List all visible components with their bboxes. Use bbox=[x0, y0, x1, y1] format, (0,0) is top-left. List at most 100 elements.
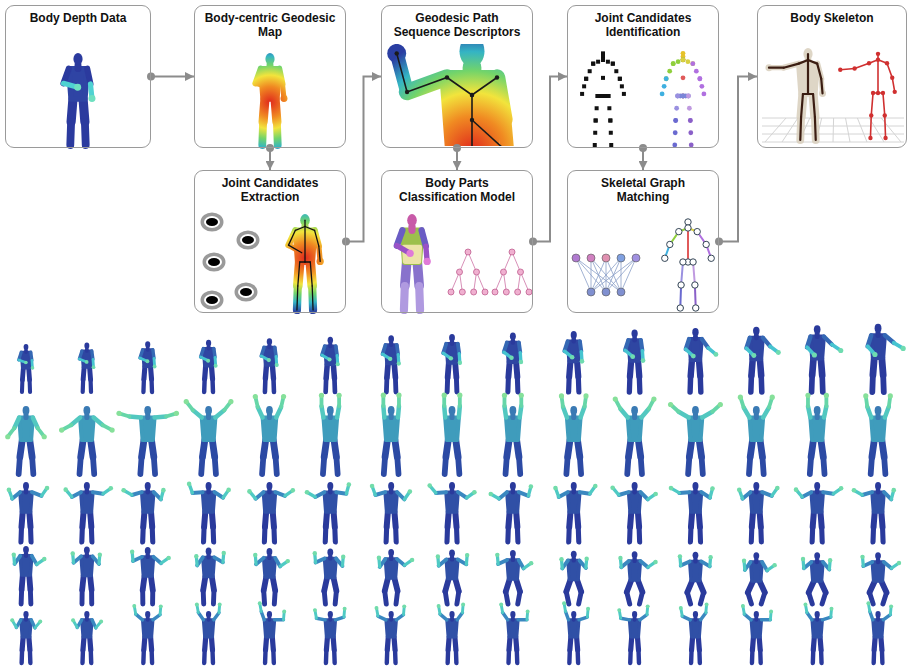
labeled-candidate-dot bbox=[681, 57, 686, 62]
floor-grid-line bbox=[762, 118, 904, 119]
candidate-dot bbox=[608, 119, 612, 123]
neck-shape bbox=[876, 490, 881, 492]
joint-dot bbox=[883, 136, 887, 140]
pose-silhouette bbox=[669, 482, 715, 542]
candidate-dot bbox=[594, 119, 598, 123]
tree-node bbox=[482, 289, 488, 295]
shin-shape bbox=[89, 527, 95, 542]
graph-node bbox=[602, 254, 610, 262]
torso-shape bbox=[81, 492, 93, 512]
head-shape bbox=[814, 552, 820, 559]
box-title: Joint Candidates Identification bbox=[568, 6, 718, 40]
shin-shape bbox=[506, 650, 511, 663]
torso-shape bbox=[82, 620, 92, 637]
pose-silhouette bbox=[19, 344, 35, 392]
neck-shape bbox=[145, 415, 150, 418]
floor-grid-line bbox=[857, 118, 867, 142]
skeleton-bone bbox=[877, 60, 879, 93]
hand-shape bbox=[187, 482, 192, 487]
joint-dot bbox=[690, 259, 696, 265]
skeleton-bone bbox=[887, 63, 892, 77]
hand-shape bbox=[247, 489, 252, 494]
head-shape bbox=[875, 406, 882, 415]
hand-shape bbox=[436, 554, 440, 558]
geodesic-path bbox=[397, 53, 472, 146]
skeleton-bone bbox=[312, 286, 314, 310]
head-shape bbox=[300, 214, 310, 226]
torso-shape bbox=[324, 418, 338, 440]
torso-shape bbox=[81, 556, 93, 575]
hand-shape bbox=[559, 557, 563, 561]
joint-dot bbox=[685, 225, 691, 231]
neck-shape bbox=[815, 334, 820, 337]
graph-node bbox=[587, 288, 595, 296]
torso-shape bbox=[568, 341, 580, 361]
head-shape bbox=[145, 611, 150, 618]
hand-shape bbox=[70, 551, 74, 555]
skeleton-bone bbox=[821, 79, 822, 94]
shin-shape bbox=[93, 457, 94, 474]
matching-edge bbox=[591, 258, 636, 292]
joint-dot bbox=[838, 68, 842, 72]
tree-node bbox=[492, 289, 498, 295]
torso-shape bbox=[689, 492, 701, 512]
pose-silhouette bbox=[502, 393, 524, 474]
neck-shape bbox=[206, 415, 211, 418]
head-shape bbox=[449, 550, 455, 557]
hand-shape bbox=[291, 488, 296, 493]
shin-shape bbox=[293, 286, 302, 310]
hand-shape bbox=[801, 557, 805, 561]
shin-shape bbox=[580, 457, 581, 474]
pose-silhouette bbox=[679, 602, 709, 663]
head-shape bbox=[570, 406, 577, 415]
shin-shape bbox=[457, 591, 459, 604]
skeleton-bone bbox=[315, 230, 319, 246]
neck-shape bbox=[450, 341, 454, 343]
hand-shape bbox=[794, 487, 799, 492]
neck-shape bbox=[571, 415, 576, 418]
pose-silhouette bbox=[803, 602, 833, 663]
hand-shape bbox=[437, 604, 441, 608]
shin-shape bbox=[211, 590, 216, 604]
neck-shape bbox=[572, 618, 576, 620]
head-shape bbox=[267, 338, 272, 345]
shin-shape bbox=[811, 650, 816, 663]
hand-shape bbox=[218, 602, 222, 606]
pose-silhouette bbox=[668, 402, 723, 474]
head-shape bbox=[328, 337, 334, 344]
depth-figure bbox=[63, 53, 95, 145]
hand-shape bbox=[206, 359, 210, 363]
head-shape bbox=[753, 327, 760, 335]
hand-shape bbox=[805, 393, 810, 398]
skeleton-bone bbox=[296, 286, 298, 310]
hand-shape bbox=[519, 360, 524, 365]
pose-silhouette bbox=[375, 604, 407, 663]
hand-shape bbox=[559, 393, 564, 398]
pose-silhouette bbox=[319, 393, 342, 474]
box-title: Body Depth Data bbox=[6, 6, 150, 26]
head-shape bbox=[23, 611, 28, 618]
labeled-candidate-dot bbox=[701, 92, 706, 97]
skeleton-bone bbox=[855, 63, 869, 68]
body-parts bbox=[397, 214, 532, 310]
torso-shape bbox=[810, 418, 824, 440]
joint-dot bbox=[662, 255, 668, 261]
geodesic-path bbox=[472, 120, 505, 146]
connector-dot bbox=[266, 144, 274, 152]
shin-shape bbox=[762, 457, 763, 474]
shin-shape bbox=[444, 527, 450, 542]
labeled-candidate-dot bbox=[689, 143, 694, 148]
box-title: Geodesic Path Sequence Descriptors bbox=[382, 6, 532, 40]
torso-shape bbox=[325, 346, 336, 364]
pose-silhouette bbox=[116, 406, 179, 474]
pose-silhouette bbox=[305, 482, 351, 542]
shin-shape bbox=[202, 650, 207, 663]
hand-shape bbox=[583, 393, 588, 398]
candidate-dot bbox=[609, 143, 613, 147]
pose-silhouette bbox=[610, 482, 658, 542]
neck-shape bbox=[632, 559, 636, 561]
shin-shape bbox=[687, 592, 690, 604]
hand-shape bbox=[336, 362, 340, 366]
connector-dot bbox=[147, 73, 155, 81]
torso-shape bbox=[751, 620, 761, 637]
